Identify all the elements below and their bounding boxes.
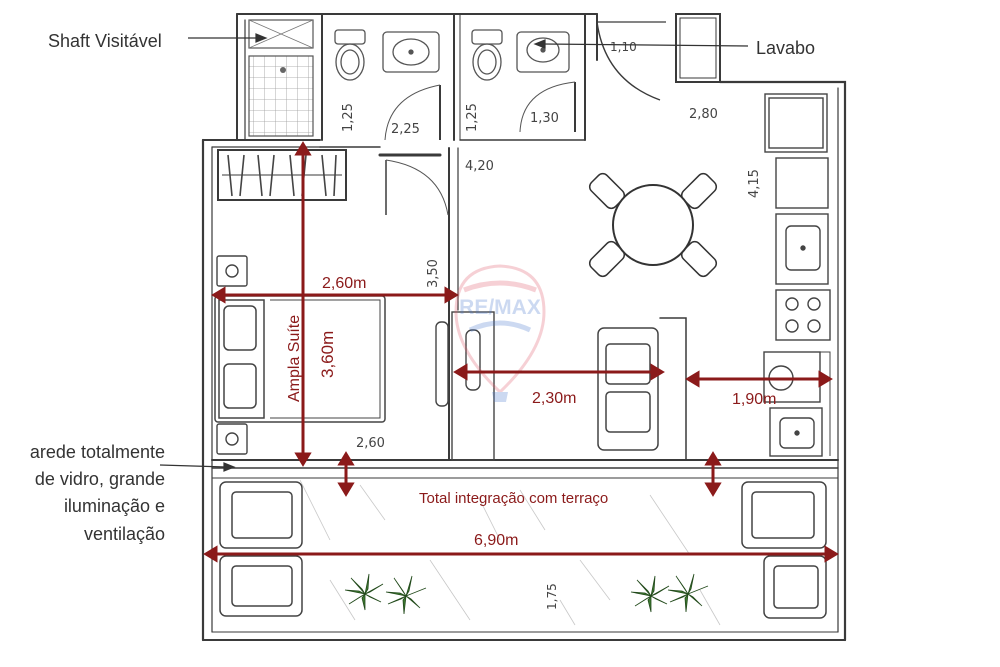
highlight-arrows (203, 141, 839, 563)
kitchen-counter (764, 93, 829, 285)
sofa-icon (597, 327, 659, 451)
plant-icon (667, 573, 709, 613)
stove-icon (775, 289, 831, 341)
plant-icon (385, 575, 427, 615)
callout-lavabo: Lavabo (756, 38, 815, 58)
callout-leaders (159, 33, 749, 472)
dim-lavabo-door: 1,30 (530, 111, 559, 126)
dim-bedroom-height: 3,50 (426, 259, 441, 288)
toilet-icon (334, 29, 366, 81)
dim-living-width: 4,20 (465, 159, 494, 174)
dim-bedroom-width: 2,60 (356, 436, 385, 451)
callout-shaft: Shaft Visitável (48, 31, 162, 51)
label-integration: Total integração com terraço (419, 490, 608, 507)
shaft-and-shower (248, 19, 314, 137)
label-suite-depth: 3,60m (318, 331, 337, 378)
label-suite-width: 2,60m (322, 275, 366, 292)
tv-panel (435, 311, 495, 461)
dining-table-icon (588, 172, 718, 278)
label-living-width: 2,30m (532, 390, 576, 407)
dim-entry-door: 1,10 (610, 40, 637, 54)
dim-shower-depth: 1,25 (341, 103, 356, 132)
callout-glass-line-3: iluminação e (64, 496, 165, 516)
outer-walls (201, 13, 847, 642)
terrace-floor (299, 479, 721, 626)
label-kitchen-width: 1,90m (732, 391, 776, 408)
wardrobe (217, 149, 347, 201)
sink-icon (382, 31, 440, 73)
armchair-icon (219, 481, 303, 617)
interior-walls (319, 13, 687, 461)
dim-hall-width: 2,80 (689, 107, 718, 122)
remax-watermark: RE/MAX (454, 264, 546, 402)
label-terrace-width: 6,90m (474, 532, 518, 549)
toilet-icon (471, 29, 503, 81)
dim-kitchen-length: 4,15 (747, 169, 762, 198)
dim-terrace-depth: 1,75 (545, 583, 559, 610)
nightstand (216, 255, 248, 455)
sink-icon (516, 31, 570, 73)
callout-glass-line-1: arede totalmente (30, 442, 165, 462)
plant-icon (344, 573, 384, 611)
door-swings (384, 21, 666, 216)
callout-glass-line-2: de vidro, grande (35, 469, 165, 489)
plant-icon (630, 575, 670, 613)
callout-glass-line-4: ventilação (84, 524, 165, 544)
dim-bath-width: 2,25 (391, 122, 420, 137)
label-suite: Ampla Suíte (286, 315, 303, 402)
dim-lavabo-depth: 1,25 (465, 103, 480, 132)
watermark-text: RE/MAX (459, 296, 541, 319)
armchair-icon (741, 481, 827, 619)
